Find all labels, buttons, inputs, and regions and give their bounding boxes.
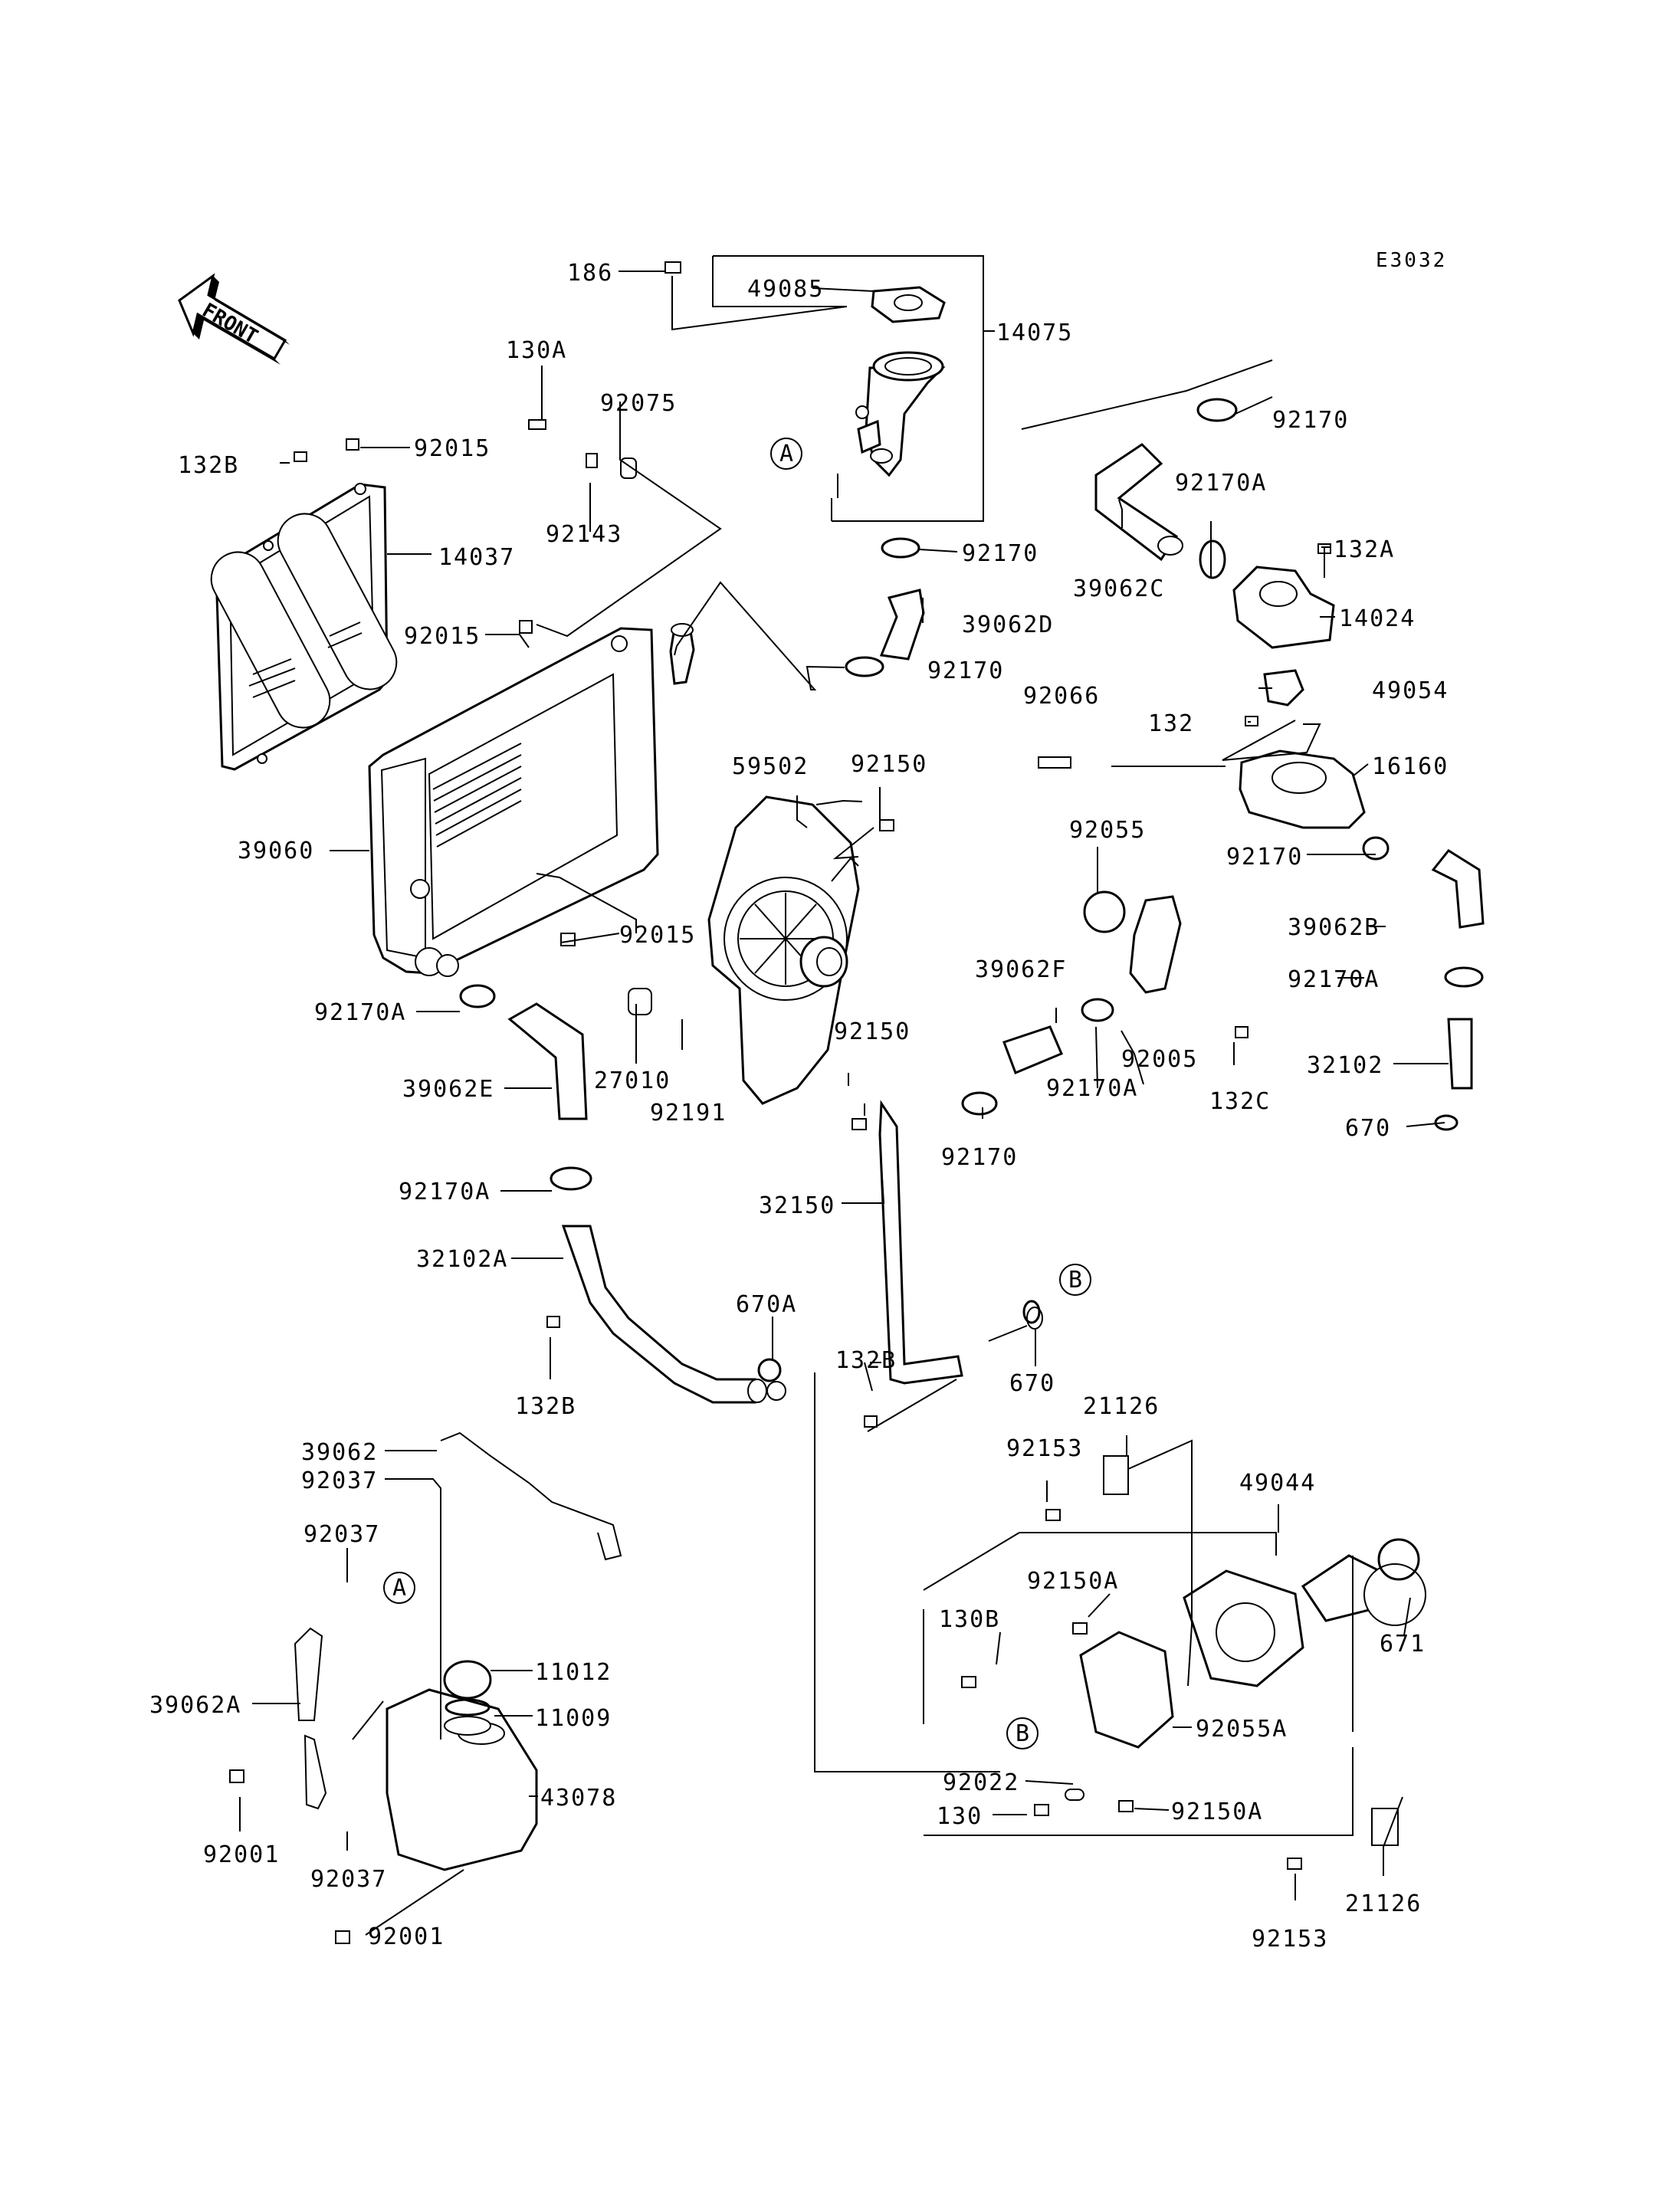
part-label: 670: [1345, 1115, 1391, 1142]
part-label: 92037: [304, 1521, 380, 1548]
part-label: 39062A: [149, 1692, 241, 1719]
part-label: 92015: [414, 435, 491, 462]
part-label: 92170: [941, 1144, 1018, 1171]
part-label: 132B: [515, 1393, 576, 1420]
part-label: 49054: [1372, 677, 1449, 704]
part-label: 14037: [438, 544, 515, 571]
part-label: 92037: [310, 1866, 387, 1893]
fan-assembly-drawing: [707, 795, 860, 1105]
part-label: 132B: [178, 452, 239, 479]
part-label: 49085: [747, 276, 824, 303]
radiator-cap-drawing: [871, 286, 946, 323]
svg-text:B: B: [1016, 1720, 1029, 1747]
part-label: 92153: [1252, 1926, 1328, 1953]
part-label: 39062E: [402, 1076, 494, 1103]
diagram-code: E3032: [1376, 249, 1447, 272]
hose-clamp-icons: [459, 398, 1484, 1191]
svg-text:A: A: [392, 1575, 406, 1602]
part-label: 92170: [1272, 407, 1349, 434]
part-label: 92170: [1226, 844, 1303, 871]
part-label: 92055A: [1196, 1716, 1288, 1743]
bolt-icons: [229, 261, 1399, 1944]
callout-b-lower: B: [1006, 1717, 1039, 1749]
part-label: 92150A: [1171, 1799, 1263, 1825]
part-label: 16160: [1372, 753, 1449, 780]
front-arrow-icon: FRONT: [178, 273, 290, 365]
part-label: 49044: [1239, 1470, 1316, 1497]
callout-b-upper: B: [1059, 1264, 1091, 1296]
part-label: 132: [1148, 710, 1194, 737]
part-label: 186: [567, 260, 613, 287]
part-label: 92153: [1006, 1435, 1083, 1462]
part-label: 39062B: [1288, 914, 1380, 941]
part-number-labels: 186 49085 14075 130A 92075 92170 92015 1…: [149, 260, 1449, 1953]
part-label: 130: [937, 1803, 983, 1830]
overflow-hose-drawing: [294, 1627, 327, 1810]
part-label: 92170A: [1175, 470, 1267, 497]
filler-neck-drawing: [855, 351, 946, 477]
part-label: 92170: [962, 540, 1039, 567]
part-label: 39062C: [1073, 575, 1165, 602]
part-label: 92170A: [1046, 1075, 1138, 1102]
part-label: 32102A: [416, 1246, 508, 1273]
part-label: 32150: [759, 1192, 835, 1219]
water-pump-drawing: [1079, 895, 1426, 1749]
part-label: 92170A: [1288, 966, 1380, 993]
leader-lines: [239, 271, 1449, 1936]
part-label: 92170: [927, 657, 1004, 684]
part-label: 92001: [203, 1841, 280, 1868]
part-label: 132B: [835, 1347, 897, 1374]
part-label: 92170A: [314, 999, 406, 1026]
part-label: 92001: [368, 1923, 445, 1950]
part-label: 130A: [506, 337, 567, 364]
part-label: 92143: [546, 521, 622, 548]
svg-text:B: B: [1068, 1267, 1082, 1294]
part-label: 14075: [996, 320, 1073, 346]
part-label: 92150: [834, 1018, 911, 1045]
part-label: 92150A: [1027, 1568, 1119, 1595]
part-label: 92015: [619, 922, 696, 949]
part-label: 92066: [1023, 683, 1100, 710]
part-label: 670: [1009, 1370, 1055, 1397]
part-label: 14024: [1339, 605, 1416, 632]
part-label: 27010: [594, 1067, 671, 1094]
part-label: 670A: [736, 1291, 797, 1318]
part-label: 39060: [238, 838, 314, 864]
callout-a-upper: A: [770, 438, 802, 470]
part-label: 21126: [1083, 1393, 1160, 1420]
part-label: 92015: [404, 623, 481, 650]
o-ring-icons: [445, 890, 1459, 1717]
part-label: 92037: [301, 1467, 378, 1494]
part-label: 92022: [943, 1769, 1019, 1796]
part-label: 11012: [535, 1659, 612, 1686]
part-label: 32102: [1307, 1052, 1383, 1079]
part-label: 39062D: [962, 612, 1054, 638]
part-label: 132C: [1209, 1088, 1271, 1115]
radiator-drawing: [368, 623, 695, 977]
radiator-screen-drawing: [210, 483, 398, 771]
callout-a-lower: A: [383, 1572, 415, 1604]
part-label: 43078: [540, 1785, 617, 1812]
part-label: 671: [1380, 1631, 1426, 1658]
thermostat-housing-drawing: [1232, 566, 1366, 829]
hose-drawings: [507, 443, 1485, 1120]
part-label: 92191: [650, 1100, 727, 1126]
part-label: 39062F: [975, 956, 1067, 983]
part-label: 39062: [301, 1439, 378, 1466]
part-label: 92005: [1121, 1046, 1198, 1073]
svg-text:A: A: [779, 441, 793, 467]
part-label: 92075: [600, 390, 677, 417]
group-brackets: [712, 255, 1354, 1836]
part-label: 92055: [1069, 817, 1146, 844]
part-label: 11009: [535, 1705, 612, 1732]
part-label: 130B: [939, 1606, 1000, 1633]
part-label: 21126: [1345, 1890, 1422, 1917]
part-label: 59502: [732, 753, 809, 780]
part-label: 92170A: [399, 1179, 491, 1205]
part-label: 92150: [851, 751, 927, 778]
part-label: 132A: [1334, 536, 1395, 563]
